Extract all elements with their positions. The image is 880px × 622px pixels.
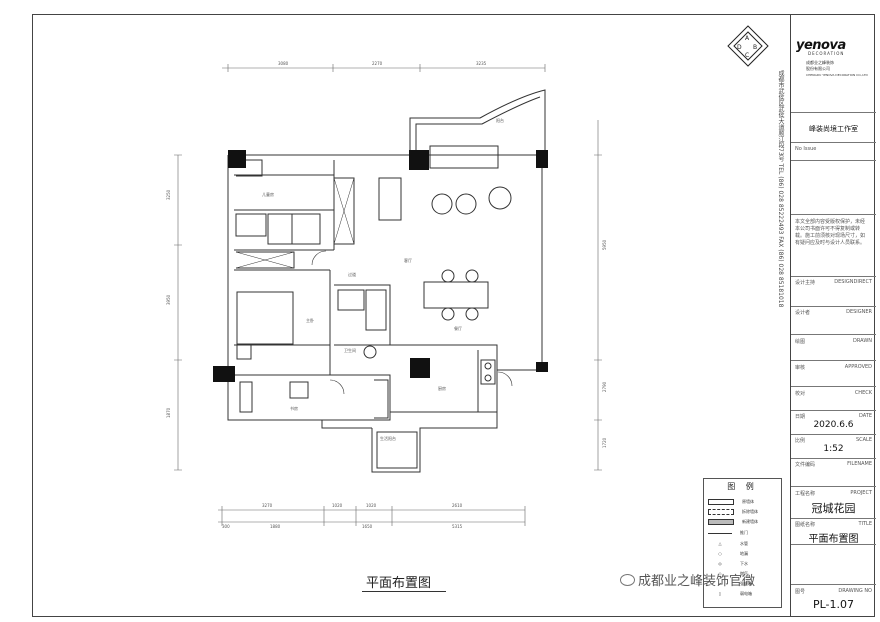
dim-top: 2270 — [372, 61, 383, 66]
balcony-wall — [409, 89, 546, 155]
date-en: DATE — [858, 413, 872, 419]
svg-text:A: A — [745, 35, 750, 42]
svg-text:B: B — [753, 44, 757, 51]
column — [536, 362, 548, 372]
legend-item: ◇燃气 — [718, 571, 748, 576]
dim-left: 1870 — [166, 407, 171, 418]
dim-bottom: 1650 — [362, 524, 373, 529]
dim-bottom: 1880 — [270, 524, 281, 529]
dim-top: 3080 — [278, 61, 289, 66]
design-label: 设计主持 — [795, 280, 816, 286]
room-label: 客厅 — [404, 257, 412, 263]
room-label: 主卧 — [306, 317, 314, 323]
dim-bottom: 300 — [222, 524, 230, 529]
column — [213, 366, 235, 382]
sheet-frame — [32, 14, 875, 617]
dim-bottom: 1020 — [366, 503, 377, 508]
notes: 本文全部内容受版权保护，未经本公司书面许可不得复制或转载。施工前须核对现场尺寸，… — [795, 219, 866, 246]
diamond-logo-icon: A D B C — [727, 25, 769, 67]
dim-bottom: 3270 — [262, 503, 273, 508]
room-label: 卫生间 — [344, 347, 356, 353]
title-block: 峰装尚境工作室 No Issue 本文全部内容受版权保护，未经本公司书面许可不得… — [790, 14, 876, 617]
legend-item: 新建墙体 — [708, 519, 758, 525]
column — [409, 150, 429, 170]
room-label: 厨房 — [438, 385, 446, 391]
project-name: 冠城花园 — [811, 502, 856, 515]
drawing-number: PL-1.07 — [812, 598, 855, 611]
room-label: 餐厅 — [454, 325, 462, 331]
floor-plan: 3080 2270 3235 3270 1020 1020 2610 1880 … — [166, 61, 607, 529]
legend-item: 拆除墙体 — [708, 509, 758, 515]
column — [410, 358, 430, 378]
legend-item: ○地漏 — [718, 551, 748, 556]
project-en: PROJECT — [850, 490, 872, 496]
date-label: 日期 — [795, 414, 806, 420]
filename-en: FILENAME — [847, 461, 872, 467]
room-label: 儿童房 — [262, 191, 274, 197]
caption-underline — [362, 591, 446, 592]
watermark: 成都业之峰装饰官微 — [620, 570, 755, 589]
scale-label: 比例 — [795, 438, 806, 444]
company-name: 成都业之峰装饰 股份有限公司 CHENGDU YENOVA DECORATION… — [806, 60, 868, 77]
drawing-no-en: DRAWING NO — [838, 588, 872, 594]
dim-top: 3235 — [476, 61, 487, 66]
balcony-inner — [415, 96, 541, 155]
column — [536, 150, 548, 168]
check-label: 校对 — [795, 391, 806, 397]
dim-bottom: 1020 — [332, 503, 343, 508]
room-label: 阳台 — [496, 117, 504, 123]
dim-right: 5950 — [602, 239, 607, 250]
dim-left: 3950 — [166, 294, 171, 305]
drawn-label: 绘图 — [795, 339, 806, 345]
design-en: DESIGNDIRECT — [834, 279, 872, 285]
approved-en: APPROVED — [844, 364, 872, 370]
scale-en: SCALE — [855, 437, 872, 443]
legend-title: 图 例 — [727, 482, 758, 491]
svg-text:D: D — [737, 44, 742, 51]
brand-sub: DECORATION — [808, 51, 845, 56]
legend-item: 推门 — [708, 530, 748, 536]
contact-strip: 成都市武侯区武侯大道顺江段73号 TEL (86) 028 85222493 F… — [777, 70, 784, 308]
legend-item: 原墙体 — [708, 499, 754, 505]
legend-item: ▯弱电箱 — [718, 591, 752, 596]
watermark-text: 成都业之峰装饰官微 — [638, 574, 756, 589]
wechat-icon — [620, 574, 635, 586]
legend-item: ◎下水 — [718, 561, 748, 566]
svg-text:C: C — [745, 52, 749, 59]
title-en: TITLE — [858, 521, 872, 527]
legend-item: ▭强电箱 — [718, 581, 752, 586]
dim-right: 2790 — [602, 381, 607, 392]
check-en: CHECK — [854, 390, 872, 396]
dim-bottom: 2610 — [452, 503, 463, 508]
filename-label: 文件编码 — [795, 462, 816, 468]
dim-bottom: 5315 — [452, 524, 463, 529]
dim-right: 1720 — [602, 437, 607, 448]
designer-en: DESIGNER — [846, 309, 872, 315]
issue-label: No Issue — [795, 146, 817, 152]
dim-left: 3250 — [166, 189, 171, 200]
column — [228, 150, 246, 168]
approved-label: 审核 — [795, 365, 806, 371]
room-label: 过道 — [348, 271, 356, 277]
legend-item: △水管 — [718, 541, 748, 546]
drawing-caption: 平面布置图 — [366, 576, 432, 591]
project-label: 工程名称 — [795, 491, 816, 497]
room-label: 书房 — [290, 405, 298, 411]
legend: 图 例 原墙体 拆除墙体 新建墙体 推门 △水管 ○地漏 ◎下水 ◇燃气 ▭强电… — [703, 478, 782, 608]
wall-bottom — [371, 369, 542, 473]
brand-logo: yenova — [796, 38, 846, 53]
drawing-no-label: 图号 — [795, 589, 806, 595]
studio-name: 峰装尚境工作室 — [809, 125, 858, 133]
designer-label: 设计者 — [795, 310, 811, 316]
drawn-en: DRAWN — [853, 338, 872, 344]
room-label: 生活阳台 — [380, 435, 396, 441]
date-value: 2020.6.6 — [813, 420, 854, 430]
scale-value: 1:52 — [823, 444, 844, 454]
drawing-title: 平面布置图 — [808, 534, 859, 545]
title-label: 图纸名称 — [795, 522, 816, 528]
